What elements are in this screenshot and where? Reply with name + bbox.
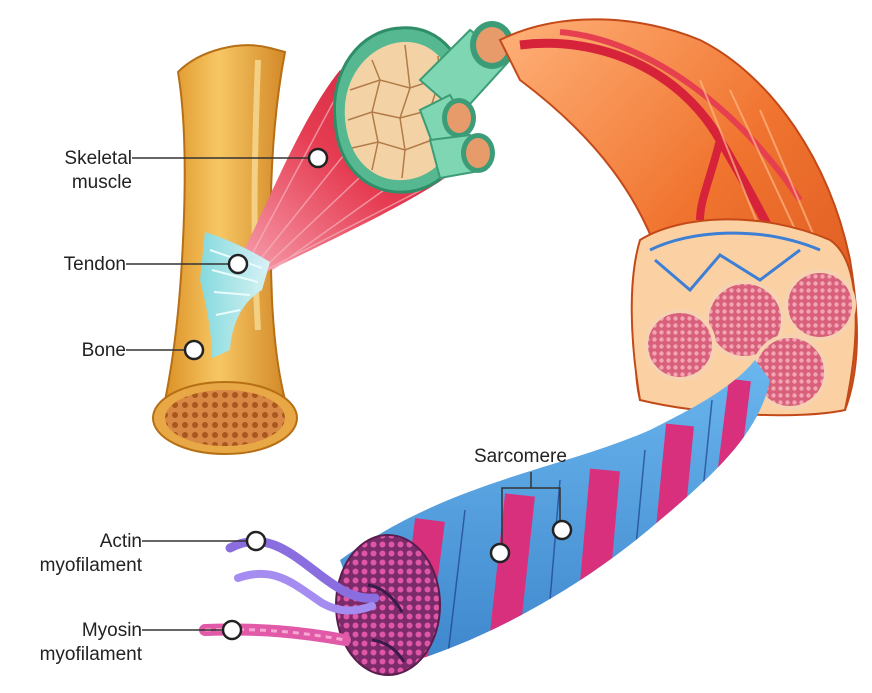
myofibril-illustration xyxy=(336,360,770,680)
actin-marker xyxy=(247,532,265,550)
label-myosin-line2: myofilament xyxy=(20,643,142,667)
label-sarcomere: Sarcomere xyxy=(474,445,594,469)
label-actin-line1: Actin xyxy=(20,530,142,554)
tendon-marker xyxy=(229,255,247,273)
label-tendon: Tendon xyxy=(20,253,126,277)
label-actin-line2: myofilament xyxy=(20,554,142,578)
muscle-fiber-illustration xyxy=(500,19,857,415)
myosin-marker xyxy=(223,621,241,639)
label-myosin-myofilament: Myosin myofilament xyxy=(20,619,142,667)
fascicle-bundle-illustration xyxy=(334,21,514,192)
label-bone: Bone xyxy=(20,339,126,363)
label-skeletal-muscle: Skeletal muscle xyxy=(20,147,132,195)
bone-marker xyxy=(185,341,203,359)
label-myosin-line1: Myosin xyxy=(20,619,142,643)
label-actin-myofilament: Actin myofilament xyxy=(20,530,142,578)
sarcomere-marker-left xyxy=(491,544,509,562)
sarcomere-marker-right xyxy=(553,521,571,539)
label-skeletal-line1: Skeletal xyxy=(20,147,132,171)
label-skeletal-line2: muscle xyxy=(20,171,132,195)
skeletal-muscle-marker xyxy=(309,149,327,167)
